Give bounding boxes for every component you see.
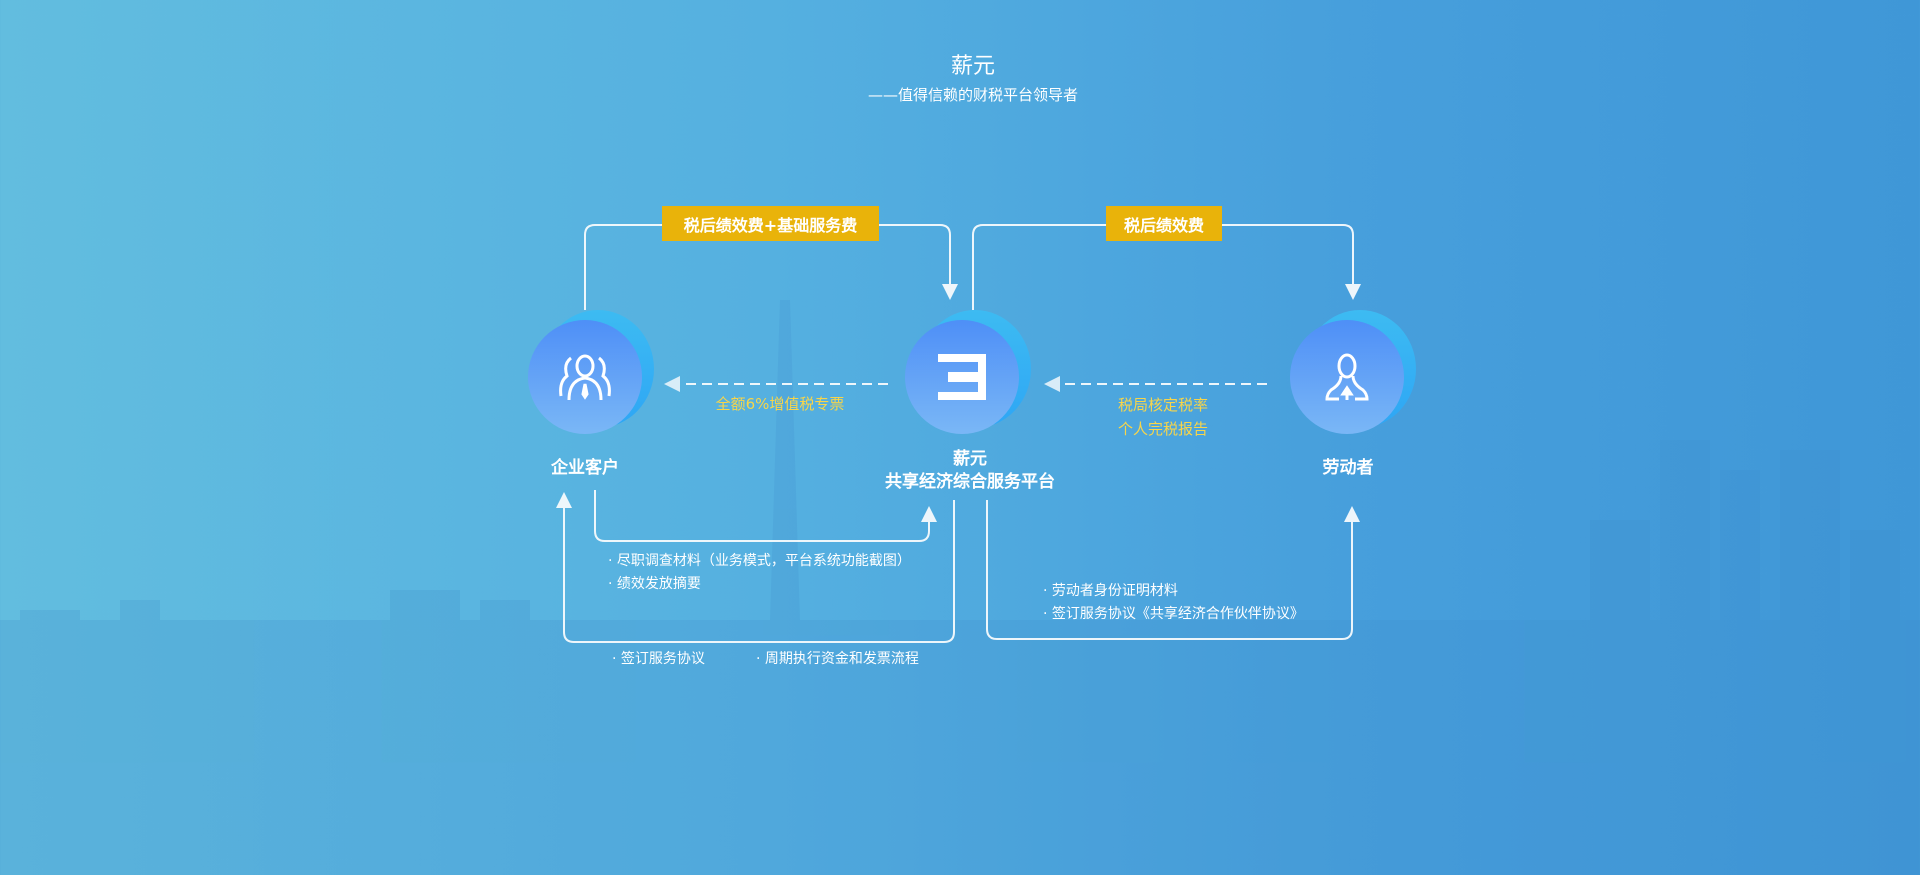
bottom-right-connector (986, 500, 1360, 640)
note-item: · 劳动者身份证明材料 (1043, 583, 1178, 599)
page-subtitle: ——值得信赖的财税平台领导者 (867, 86, 1078, 104)
note-item: · 周期执行资金和发票流程 (756, 651, 919, 667)
worker-label: 劳动者 (1322, 458, 1374, 478)
platform-label-name: 薪元 (953, 449, 987, 469)
enterprise-to-platform-notes: · 尽职调查材料（业务模式，平台系统功能截图） · 绩效发放摘要 (608, 550, 911, 596)
note-item: · 尽职调查材料（业务模式，平台系统功能截图） (608, 553, 911, 569)
platform-label-desc: 共享经济综合服务平台 (885, 472, 1055, 492)
platform-node (905, 310, 1035, 444)
platform-worker-notes: · 劳动者身份证明材料 · 签订服务协议《共享经济合作伙伴协议》 (1043, 580, 1304, 626)
tax-flow-label: 税局核定税率 个人完税报告 (1063, 393, 1263, 441)
people-group-icon (559, 354, 611, 401)
person-icon (1325, 353, 1369, 401)
tax-report-text: 个人完税报告 (1117, 420, 1208, 438)
note-item: · 绩效发放摘要 (608, 576, 701, 592)
tag-fee-left: 税后绩效费+基础服务费 (662, 206, 879, 241)
enterprise-node (528, 310, 658, 444)
bottom-outer-connector (556, 492, 955, 643)
enterprise-label: 企业客户 (551, 458, 619, 478)
note-item: · 签订服务协议 (612, 651, 705, 667)
invoice-flow-label: 全额6%增值税专票 (715, 395, 845, 413)
tag-fee-right: 税后绩效费 (1106, 206, 1222, 241)
bottom-inner-connector (594, 490, 937, 542)
platform-label: 薪元 共享经济综合服务平台 (820, 448, 1120, 494)
platform-logo-icon (938, 354, 986, 400)
note-item: · 签订服务协议《共享经济合作伙伴协议》 (1043, 606, 1304, 622)
page-title: 薪元 (950, 54, 995, 79)
tax-rate-text: 税局核定税率 (1117, 396, 1208, 414)
worker-node (1290, 310, 1420, 444)
